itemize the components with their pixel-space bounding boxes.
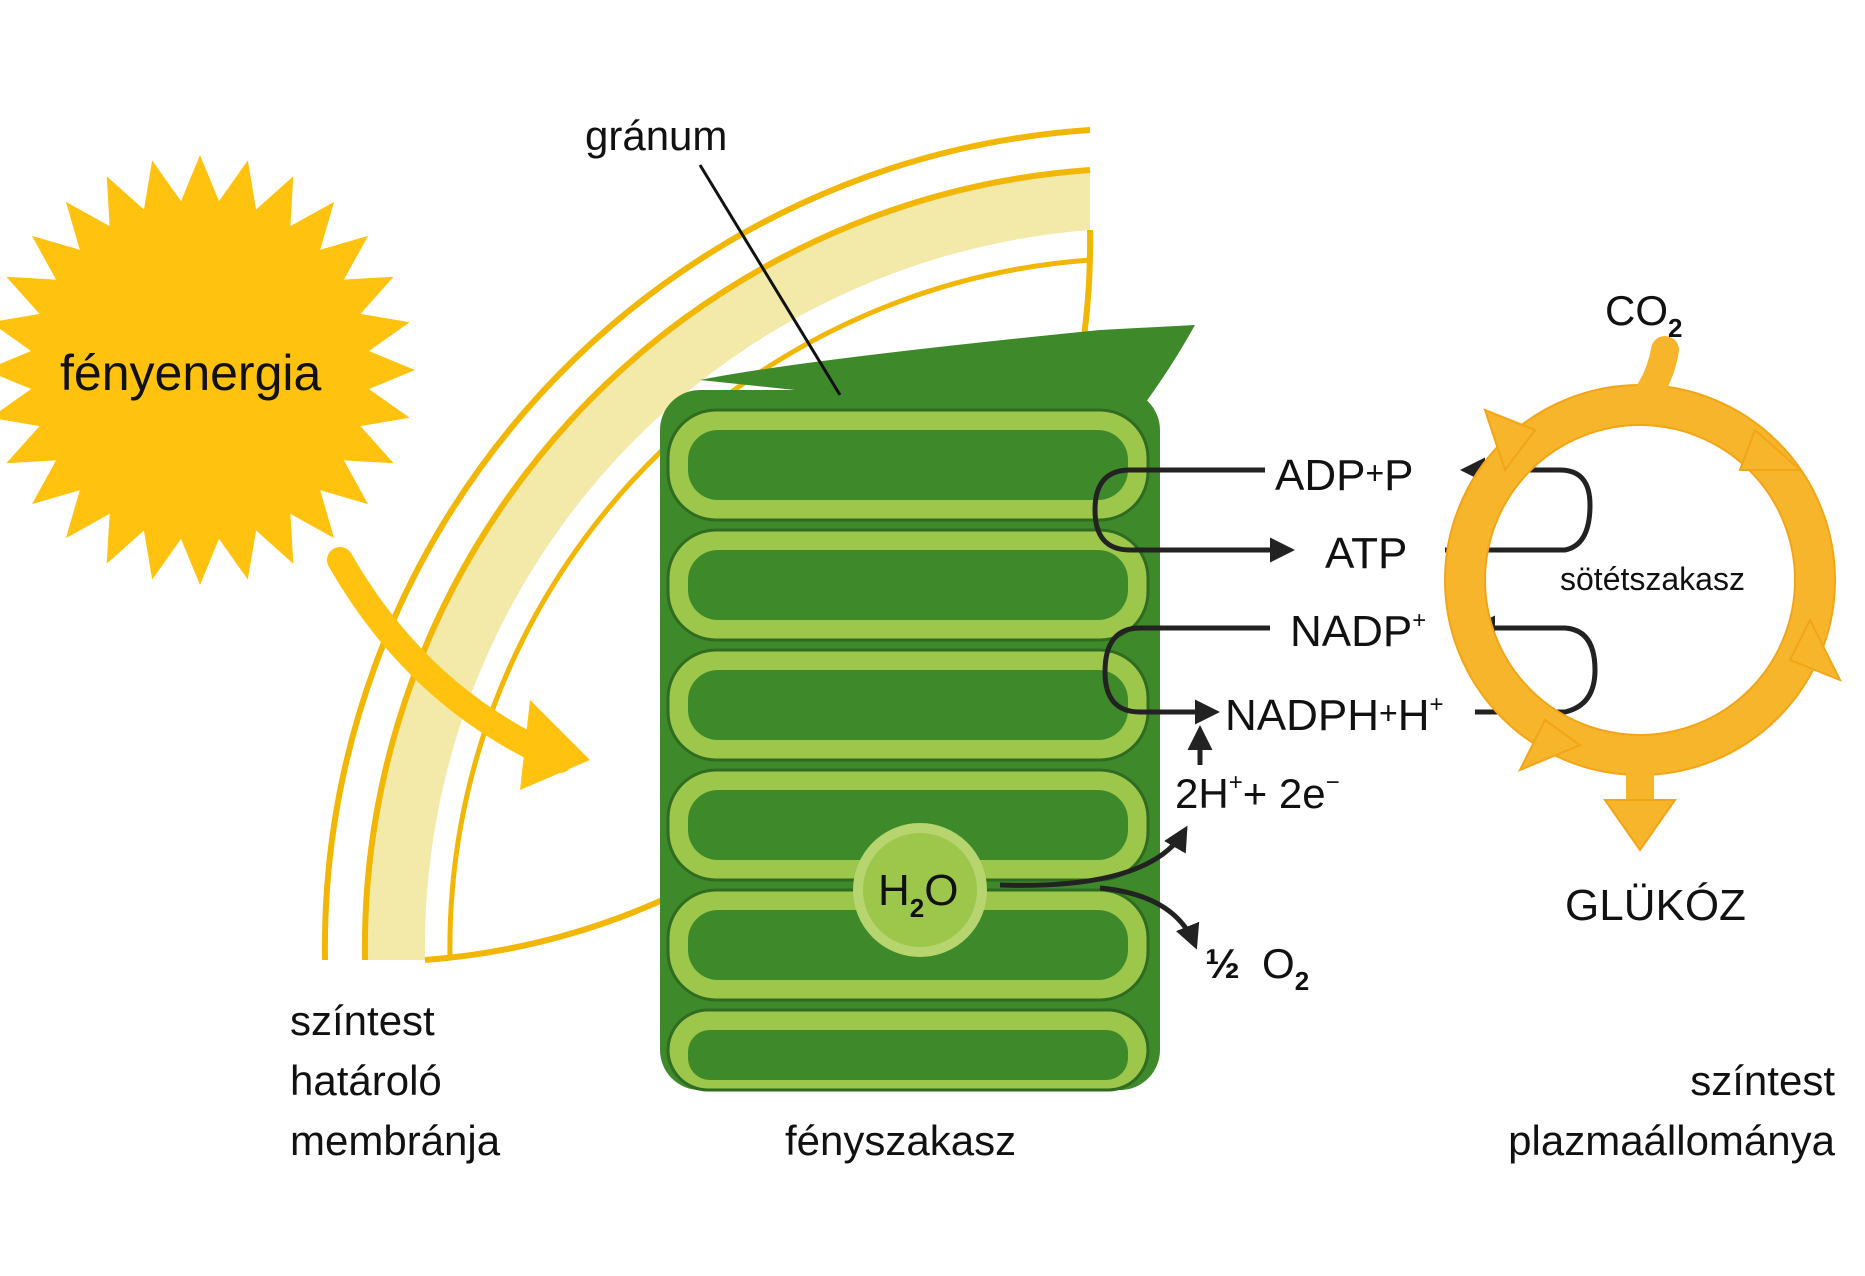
water-label: H2O — [878, 866, 958, 923]
water-molecule — [853, 823, 987, 957]
membrane-label-line3: membránja — [290, 1117, 501, 1164]
nadph-to-cycle-arrow — [1470, 615, 1598, 715]
sun-label: fényenergia — [60, 345, 321, 401]
dark-phase-label: sötétszakasz — [1560, 561, 1745, 597]
stroma-label-line2: plazmaállománya — [1508, 1117, 1835, 1164]
glucose-label: GLÜKÓZ — [1565, 881, 1746, 930]
nadph-label: NADPH+H+ — [1225, 691, 1444, 740]
membrane-fill — [364, 170, 1091, 960]
adp-label: ADP+P — [1275, 451, 1414, 500]
atp-to-cycle-arrow — [1445, 457, 1593, 553]
water-to-h-arrow — [999, 825, 1188, 888]
cycle-arrowhead-2 — [1788, 617, 1843, 682]
light-arrow — [327, 547, 573, 773]
calvin-cycle-inner-edge — [1484, 424, 1796, 736]
nadp-nadph-loop — [1102, 625, 1270, 725]
co2-inflow-arrow — [1626, 336, 1679, 419]
light-phase-label: fényszakasz — [785, 1117, 1016, 1164]
granum-label: gránum — [585, 112, 727, 159]
membrane-label-line1: színtest — [290, 997, 435, 1044]
thylakoid-6 — [666, 1008, 1150, 1092]
cycle-arrowhead-1 — [1738, 428, 1803, 471]
thylakoid-1 — [666, 408, 1150, 522]
adp-atp-loop — [1092, 467, 1295, 563]
outer-membrane — [321, 127, 1091, 961]
thylakoid-2 — [666, 528, 1150, 642]
inner-membrane-c — [447, 257, 1091, 961]
water-to-o2-arrow — [1099, 885, 1200, 950]
glucose-arrowhead — [1603, 799, 1677, 852]
granum-pointer — [698, 164, 842, 396]
inner-membrane-a — [361, 167, 1091, 961]
light-arrow-head — [520, 700, 590, 790]
thylakoid-3 — [666, 648, 1150, 762]
atp-label: ATP — [1325, 529, 1407, 578]
sun-icon — [0, 155, 415, 585]
h-ions-label: 2H++ 2e− — [1175, 769, 1340, 817]
nadp-label: NADP+ — [1290, 607, 1426, 656]
cycle-arrowhead-4 — [1483, 408, 1537, 473]
stroma-label-line1: színtest — [1690, 1057, 1835, 1104]
cycle-arrowhead-3 — [1517, 718, 1583, 772]
membrane-label-line2: határoló — [290, 1057, 442, 1104]
co2-label: CO2 — [1605, 287, 1682, 343]
granum — [660, 325, 1195, 1092]
